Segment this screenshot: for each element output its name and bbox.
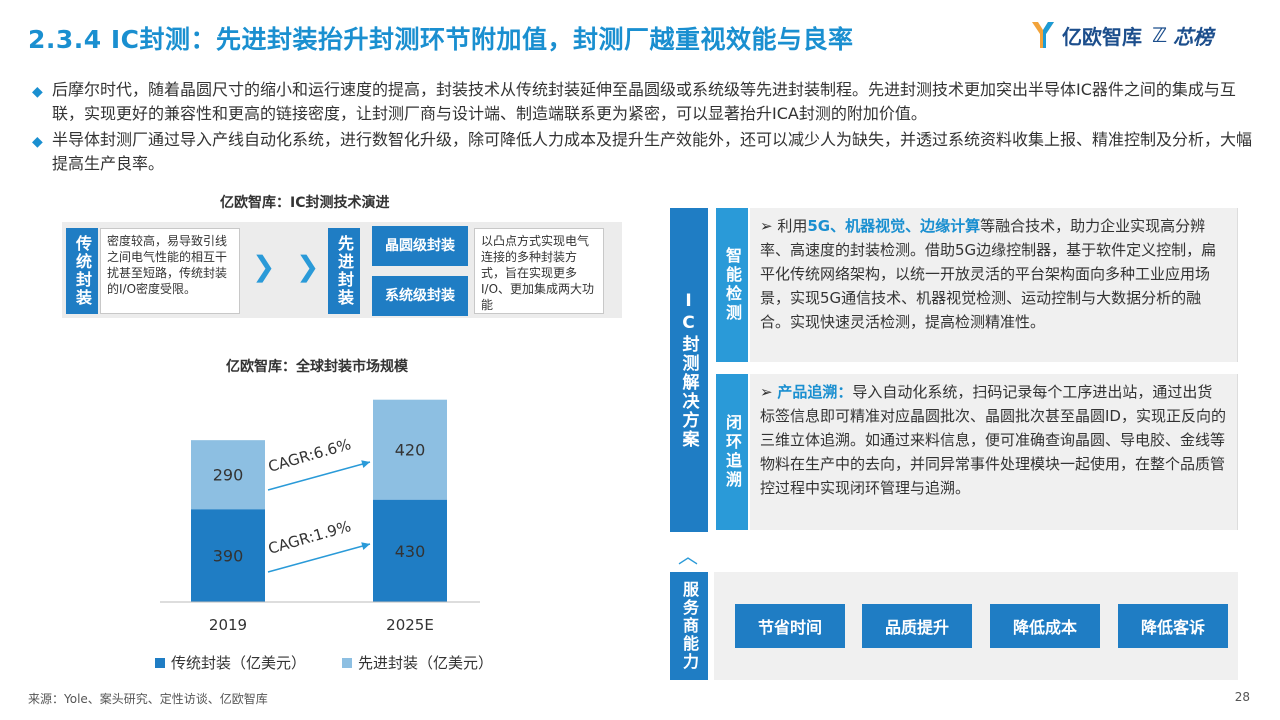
bar-value-label: 390	[213, 547, 244, 566]
traditional-label: 传统封装	[66, 228, 98, 314]
bullet-arrow-icon: ➢	[760, 383, 773, 401]
source-note: 来源：Yole、案头研究、定性访谈、亿欧智库	[28, 692, 268, 706]
diamond-icon: ◆	[32, 84, 43, 100]
logo-brand1: 亿欧智库	[1062, 24, 1142, 49]
system-level-box: 系统级封装	[372, 276, 468, 316]
bar-value-label: 420	[395, 441, 426, 460]
logo-brand2: 芯榜	[1173, 24, 1214, 49]
bar-segment	[191, 509, 265, 602]
service-item: 降低成本	[990, 604, 1100, 648]
intro-bullets: ◆ 后摩尔时代，随着晶圆尺寸的缩小和运行速度的提高，封装技术从传统封装延伸至晶圆…	[32, 78, 1262, 178]
closed-loop-text: ➢ 产品追溯：导入自动化系统，扫码记录每个工序进出站，通过出货标签信息即可精准对…	[750, 374, 1238, 530]
legend-label: 先进封装（亿美元）	[358, 654, 494, 672]
service-label: 服务商能力	[670, 572, 708, 680]
evolution-flow: 传统封装 密度较高，易导致引线之间电气性能的相互干扰甚至短路，传统封装的I/O密…	[62, 222, 622, 318]
service-item: 降低客诉	[1118, 604, 1228, 648]
traditional-desc: 密度较高，易导致引线之间电气性能的相互干扰甚至短路，传统封装的I/O密度受限。	[100, 228, 240, 314]
bullet-item: ◆ 半导体封测厂通过导入产线自动化系统，进行数智化升级，除可降低人力成本及提升生…	[32, 128, 1262, 176]
diamond-icon: ◆	[32, 134, 43, 150]
smart-inspection-label: 智能检测	[716, 208, 748, 362]
chevron-right-icon: ❯	[296, 250, 320, 283]
category-label: 2019	[209, 616, 247, 634]
arrowhead	[361, 460, 370, 468]
legend-swatch	[155, 657, 165, 668]
chevron-up-icon: ︿	[678, 544, 698, 568]
logo-mark-icon: ℤ	[1152, 23, 1168, 47]
bar-segment	[373, 399, 447, 500]
loop-highlight: 产品追溯：	[777, 383, 853, 401]
advanced-desc: 以凸点方式实现电气连接的多种封装方式，旨在实现更多I/O、更加集成两大功能	[474, 228, 604, 314]
bar-value-label: 430	[395, 542, 426, 561]
legend-traditional: 传统封装（亿美元）	[155, 652, 306, 673]
cagr-arrow	[267, 461, 371, 491]
wafer-level-box: 晶圆级封装	[372, 226, 468, 266]
page-title: 2.3.4 IC封测：先进封装抬升封测环节附加值，封测厂越重视效能与良率	[28, 25, 854, 54]
legend-swatch	[342, 657, 352, 668]
chart-title: 亿欧智库：全球封装市场规模	[226, 359, 408, 375]
bullet-text: 后摩尔时代，随着晶圆尺寸的缩小和运行速度的提高，封装技术从传统封装延伸至晶圆级或…	[52, 80, 1236, 123]
smart-inspection-text: ➢ 利用5G、机器视觉、边缘计算等融合技术，助力企业实现高分辨率、高速度的封装检…	[750, 208, 1238, 362]
smart-pre: 利用	[777, 217, 808, 235]
bar-value-label: 290	[213, 466, 244, 485]
bullet-arrow-icon: ➢	[760, 217, 773, 235]
bar-segment	[373, 499, 447, 602]
category-label: 2025E	[386, 616, 434, 634]
service-item: 节省时间	[735, 604, 845, 648]
advanced-label: 先进封装	[328, 228, 360, 314]
logo: 亿欧智库 ℤ 芯榜	[1030, 18, 1213, 52]
service-item: 品质提升	[862, 604, 972, 648]
evolution-title: 亿欧智库：IC封测技术演进	[220, 195, 390, 211]
solution-label: IC封测解决方案	[670, 208, 708, 532]
bullet-item: ◆ 后摩尔时代，随着晶圆尺寸的缩小和运行速度的提高，封装技术从传统封装延伸至晶圆…	[32, 78, 1262, 126]
smart-highlight: 5G、机器视觉、边缘计算	[807, 217, 981, 235]
legend-label: 传统封装（亿美元）	[171, 654, 307, 672]
legend-advanced: 先进封装（亿美元）	[342, 652, 493, 673]
bar-segment	[191, 440, 265, 510]
page-number: 28	[1234, 690, 1250, 704]
smart-post: 等融合技术，助力企业实现高分辨率、高速度的封装检测。借助5G边缘控制器，基于软件…	[760, 217, 1217, 331]
chevron-right-icon: ❯	[252, 250, 276, 283]
logo-y-icon	[1032, 22, 1054, 48]
cagr-arrow	[267, 543, 371, 573]
bullet-text: 半导体封测厂通过导入产线自动化系统，进行数智化升级，除可降低人力成本及提升生产效…	[52, 130, 1253, 173]
arrowhead	[361, 542, 370, 550]
loop-post: 导入自动化系统，扫码记录每个工序进出站，通过出货标签信息即可精准对应晶圆批次、晶…	[760, 383, 1226, 497]
closed-loop-label: 闭环追溯	[716, 374, 748, 530]
